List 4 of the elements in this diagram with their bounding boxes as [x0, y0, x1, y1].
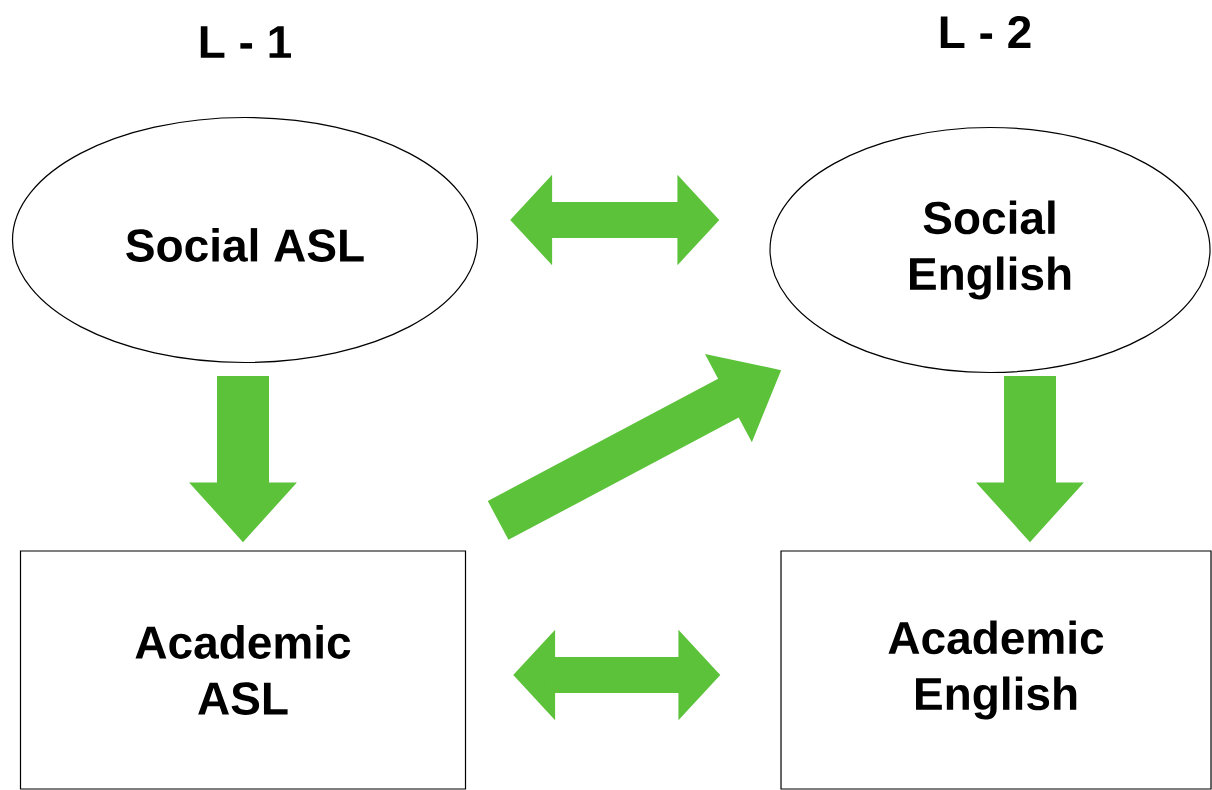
- box: Academic English: [780, 550, 1212, 790]
- column-heading: L - 2: [940, 15, 1031, 49]
- column-heading: L - 1: [200, 26, 291, 58]
- box: Academic ASL: [19, 550, 467, 790]
